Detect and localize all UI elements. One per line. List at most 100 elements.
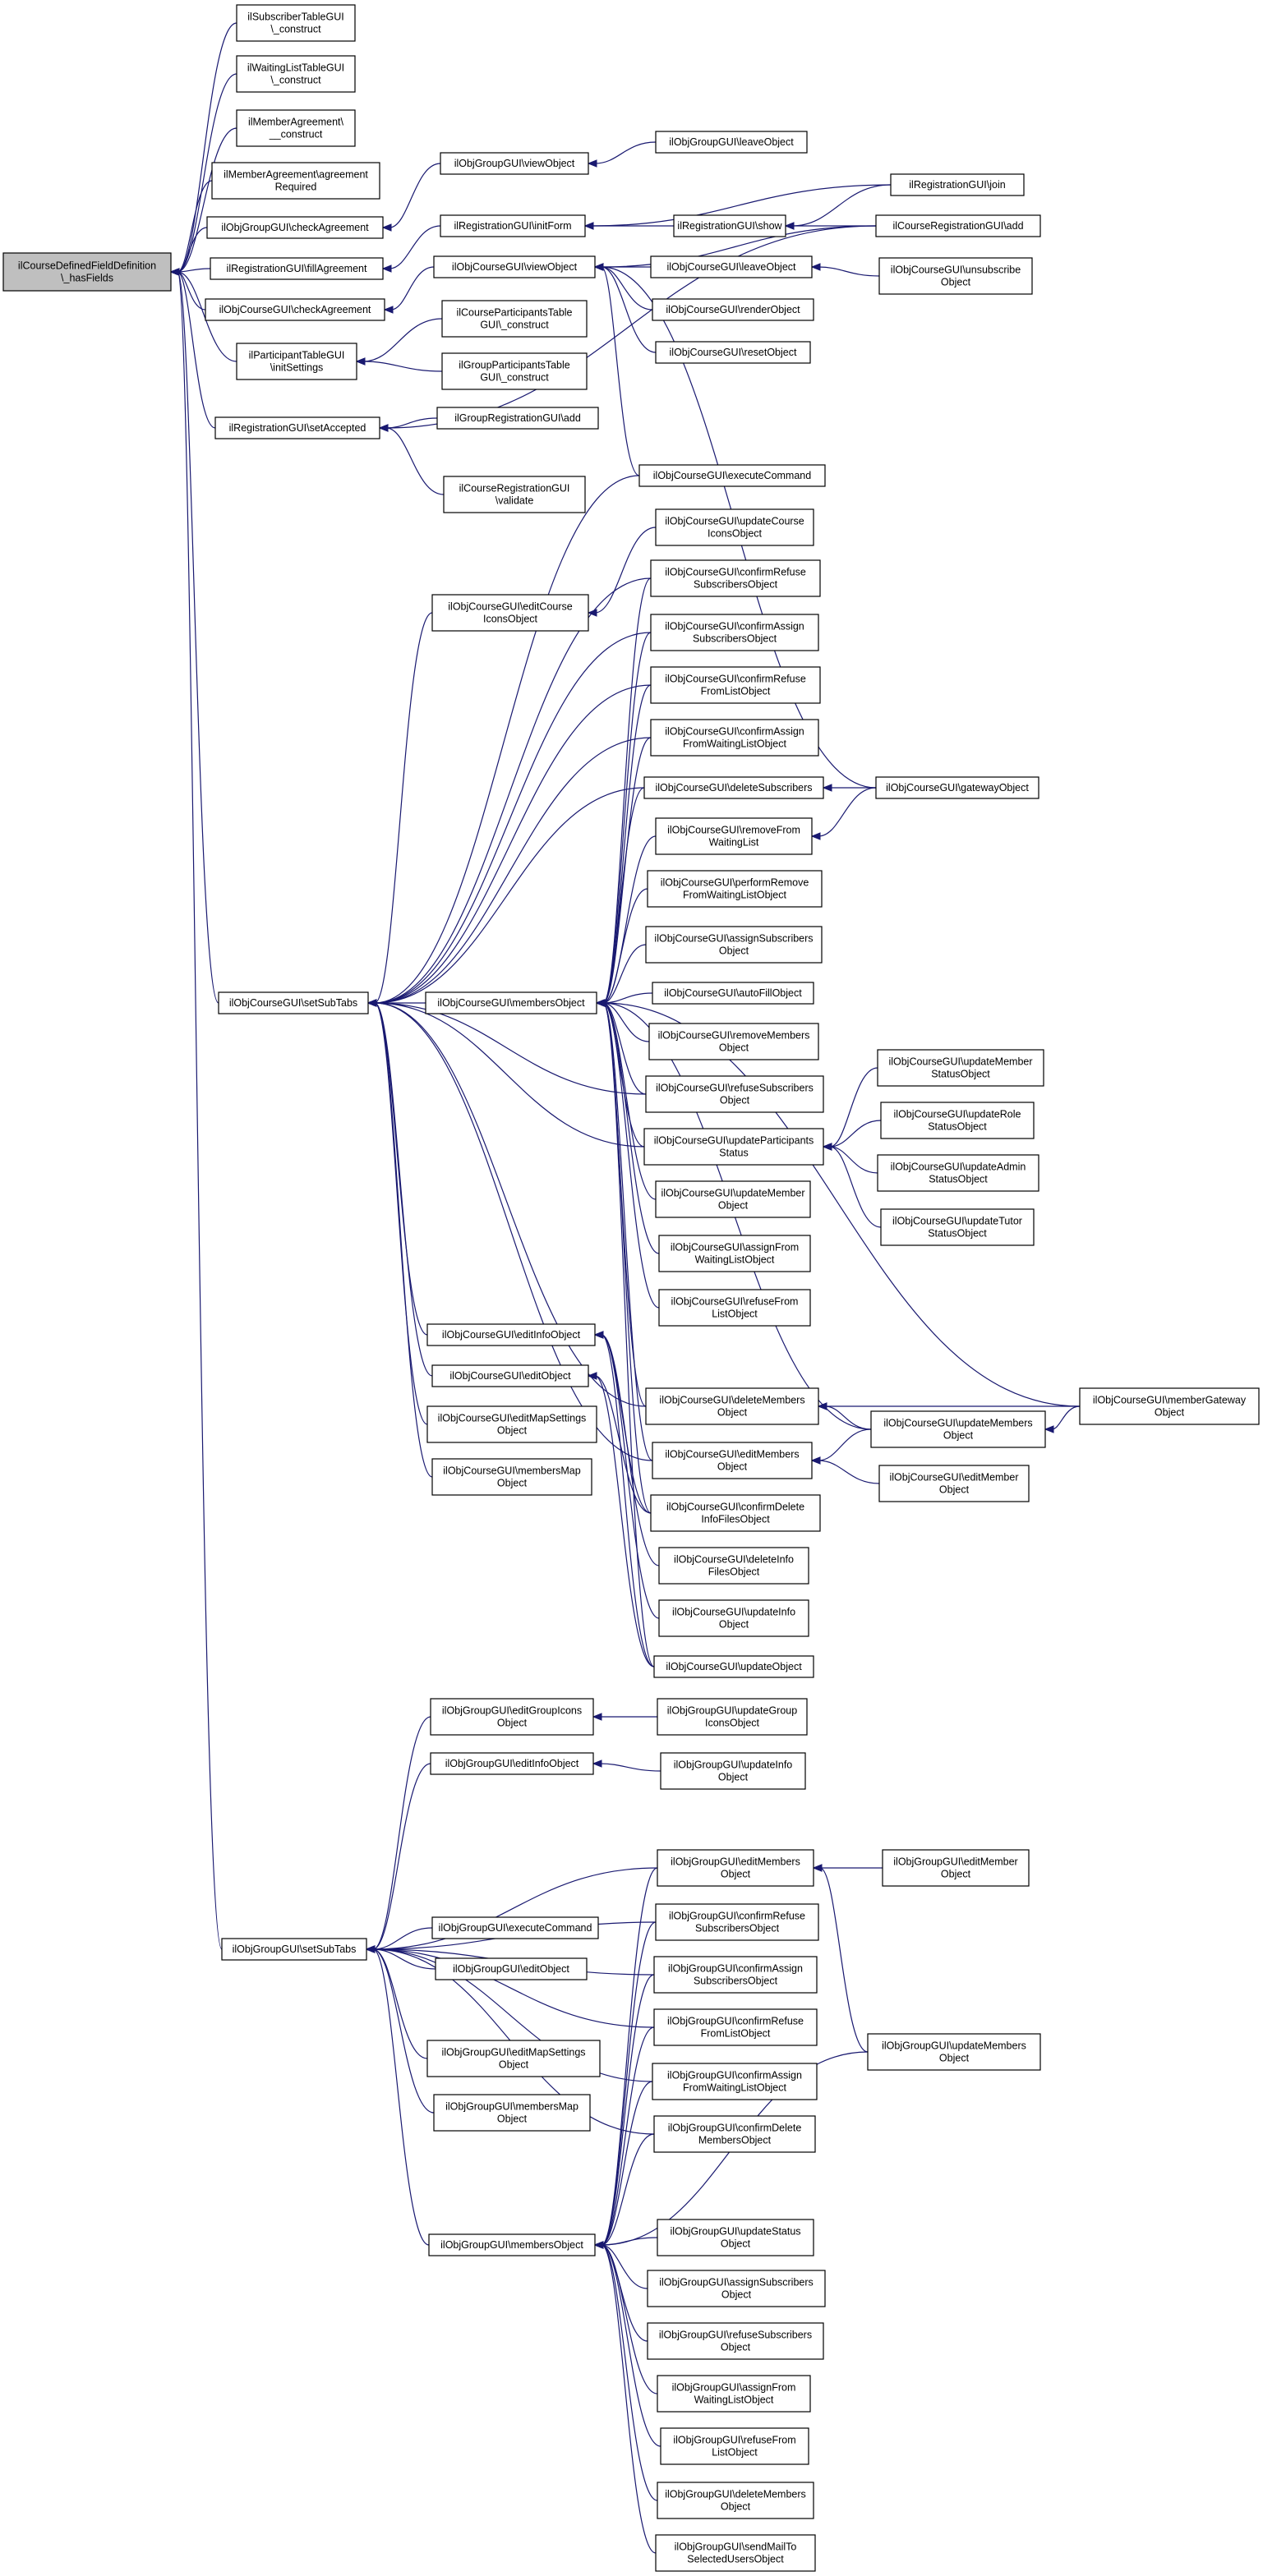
function-node[interactable]: ilObjGroupGUI\confirmRefuseSubscribersOb… bbox=[655, 1903, 819, 1941]
node-label: ilObjCourseGUI\confirmRefuse bbox=[665, 674, 806, 685]
function-node[interactable]: ilRegistrationGUI\fillAgreement bbox=[210, 257, 384, 280]
node-label: SelectedUsersObject bbox=[687, 2554, 784, 2565]
node-box bbox=[658, 1235, 811, 1272]
function-node[interactable]: ilParticipantTableGUI\initSettings bbox=[236, 343, 357, 380]
function-node[interactable]: ilCourseRegistrationGUI\validate bbox=[443, 476, 586, 513]
function-node[interactable]: ilWaitingListTableGUI\_construct bbox=[236, 55, 356, 93]
function-node[interactable]: ilObjGroupGUI\checkAgreement bbox=[206, 216, 384, 239]
function-node[interactable]: ilObjCourseGUI\executeCommand bbox=[638, 464, 826, 487]
function-node[interactable]: ilObjCourseGUI\confirmAssignSubscribersO… bbox=[650, 614, 819, 651]
call-edge bbox=[177, 271, 219, 1004]
function-node[interactable]: ilObjGroupGUI\confirmRefuseFromListObjec… bbox=[653, 2008, 818, 2046]
function-node[interactable]: ilObjCourseGUI\viewObject bbox=[433, 255, 596, 278]
function-node[interactable]: ilObjGroupGUI\confirmAssignFromWaitingLi… bbox=[652, 2063, 818, 2100]
function-node[interactable]: ilObjCourseGUI\gatewayObject bbox=[875, 776, 1039, 799]
function-node[interactable]: ilObjCourseGUI\membersObject bbox=[425, 991, 597, 1014]
function-node[interactable]: ilObjCourseGUI\confirmAssignFromWaitingL… bbox=[650, 719, 819, 757]
function-node[interactable]: ilCourseRegistrationGUI\add bbox=[875, 214, 1041, 237]
function-node[interactable]: ilMemberAgreement\__construct bbox=[236, 109, 356, 147]
function-node[interactable]: ilObjCourseGUI\editInfoObject bbox=[426, 1323, 596, 1346]
function-node[interactable]: ilObjGroupGUI\viewObject bbox=[440, 152, 589, 175]
function-node[interactable]: ilObjCourseGUI\resetObject bbox=[655, 341, 811, 364]
function-node[interactable]: ilObjCourseGUI\setSubTabs bbox=[218, 991, 369, 1014]
function-node[interactable]: ilObjCourseGUI\assignFromWaitingListObje… bbox=[658, 1235, 811, 1272]
node-label: ListObject bbox=[712, 1309, 758, 1320]
function-node[interactable]: ilObjCourseGUI\renderObject bbox=[652, 298, 814, 321]
node-label: __construct bbox=[269, 129, 323, 140]
function-node[interactable]: ilObjCourseGUI\confirmRefuseSubscribersO… bbox=[650, 559, 821, 597]
function-node[interactable]: ilObjCourseGUI\performRemoveFromWaitingL… bbox=[647, 870, 823, 908]
arrowhead bbox=[365, 1945, 376, 1953]
function-node[interactable]: ilObjGroupGUI\leaveObject bbox=[655, 131, 808, 154]
root-function-node[interactable]: ilCourseDefinedFieldDefinition\_hasField… bbox=[2, 252, 172, 292]
function-node[interactable]: ilRegistrationGUI\show bbox=[673, 214, 786, 237]
function-node[interactable]: ilObjGroupGUI\sendMailToSelectedUsersObj… bbox=[655, 2534, 816, 2572]
function-node[interactable]: ilRegistrationGUI\join bbox=[890, 173, 1025, 196]
node-label: FromWaitingListObject bbox=[683, 2082, 786, 2094]
function-node[interactable]: ilObjCourseGUI\confirmRefuseFromListObje… bbox=[650, 666, 821, 704]
function-node[interactable]: ilObjCourseGUI\deleteSubscribers bbox=[643, 776, 824, 799]
function-node[interactable]: ilObjCourseGUI\autoFillObject bbox=[652, 982, 814, 1005]
arrowhead bbox=[383, 306, 394, 314]
function-node[interactable]: ilObjCourseGUI\editObject bbox=[431, 1364, 589, 1387]
function-node[interactable]: ilObjCourseGUI\leaveObject bbox=[650, 255, 813, 278]
function-node[interactable]: ilObjGroupGUI\setSubTabs bbox=[221, 1938, 367, 1961]
function-node[interactable]: ilObjCourseGUI\updateObject bbox=[653, 1655, 814, 1678]
function-node[interactable]: ilRegistrationGUI\initForm bbox=[440, 214, 586, 237]
call-edge bbox=[372, 1927, 433, 1950]
function-node[interactable]: ilObjGroupGUI\confirmAssignSubscribersOb… bbox=[653, 1956, 818, 1994]
function-node[interactable]: ilObjGroupGUI\membersObject bbox=[428, 2233, 596, 2256]
function-node[interactable]: ilObjGroupGUI\editInfoObject bbox=[430, 1752, 594, 1775]
function-node[interactable]: ilObjGroupGUI\executeCommand bbox=[431, 1916, 599, 1939]
node-box bbox=[650, 666, 821, 704]
function-node[interactable]: ilObjCourseGUI\checkAgreement bbox=[205, 298, 385, 321]
function-node[interactable]: ilObjCourseGUI\confirmDeleteInfoFilesObj… bbox=[650, 1494, 821, 1532]
function-node[interactable]: ilGroupRegistrationGUI\add bbox=[436, 407, 599, 430]
node-label: StatusObject bbox=[931, 1069, 990, 1080]
function-node[interactable]: ilObjGroupGUI\editObject bbox=[435, 1957, 588, 1980]
function-node[interactable]: ilRegistrationGUI\setAccepted bbox=[214, 416, 380, 439]
function-node[interactable]: ilSubscriberTableGUI\_construct bbox=[236, 4, 356, 42]
function-node[interactable]: ilObjGroupGUI\assignFromWaitingListObjec… bbox=[657, 2375, 811, 2413]
